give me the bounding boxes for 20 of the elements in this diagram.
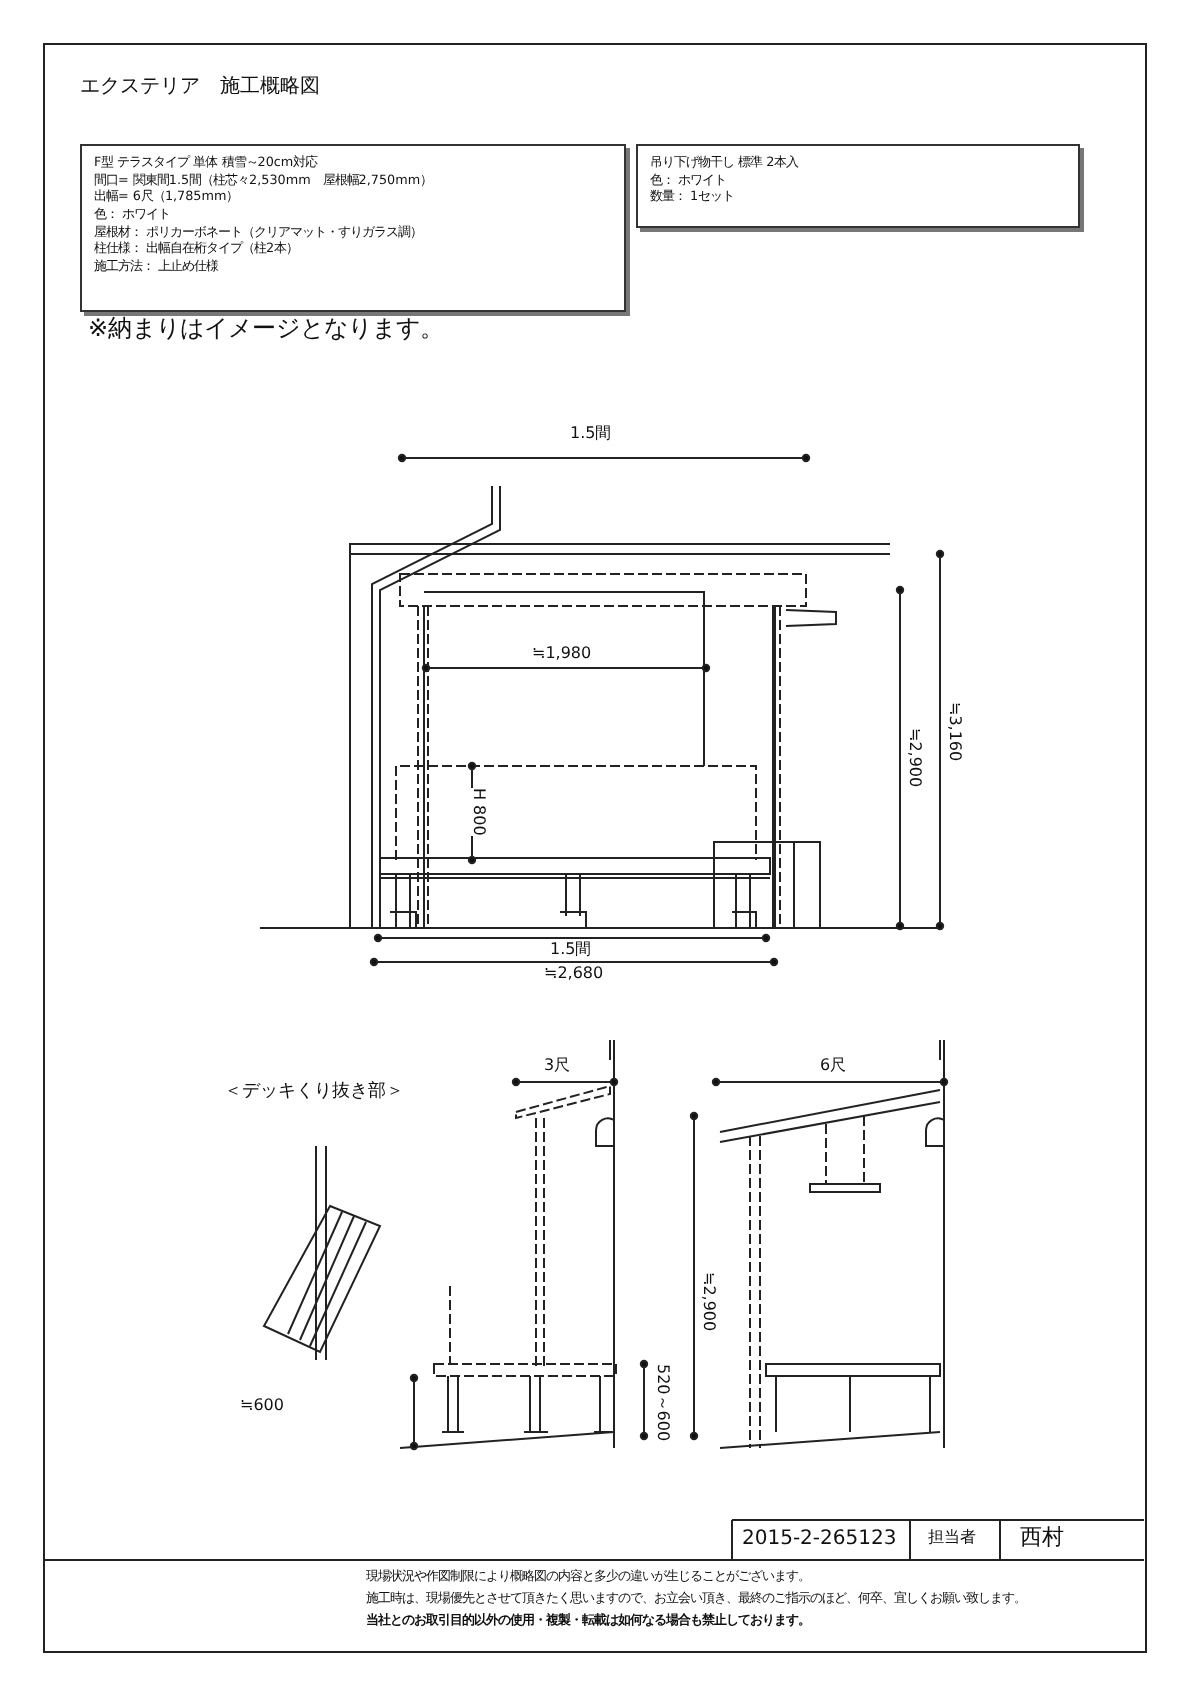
dimension-label: H 800 <box>468 788 486 836</box>
dimension-label: ≒600 <box>240 1398 284 1416</box>
dimension-label: ≒1,980 <box>532 646 592 664</box>
dimension-label: ≒2,900 <box>698 1272 716 1332</box>
staff-label: 担当者 <box>928 1530 976 1548</box>
dimension-label: 1.5間 <box>550 942 592 960</box>
drawing-number: 2015-2-265123 <box>742 1528 897 1550</box>
dimension-label: 520～600 <box>652 1364 670 1442</box>
dimension-label: ≒2,680 <box>544 966 604 984</box>
section-title: ＜デッキくり抜き部＞ <box>224 1084 404 1104</box>
spec-card <box>636 144 1080 228</box>
dimension-label: 1.5間 <box>570 426 612 444</box>
dimension-label: ≒3,160 <box>944 702 962 762</box>
dimension-label: ≒2,900 <box>904 728 922 788</box>
staff-name: 西村 <box>1020 1526 1064 1551</box>
spec-card <box>80 144 626 312</box>
dimension-label: 6尺 <box>820 1058 847 1076</box>
dimension-label: 3尺 <box>544 1058 571 1076</box>
drawing-title: エクステリア 施工概略図 <box>80 76 320 98</box>
note-text: ※納まりはイメージとなります。 <box>88 316 445 343</box>
